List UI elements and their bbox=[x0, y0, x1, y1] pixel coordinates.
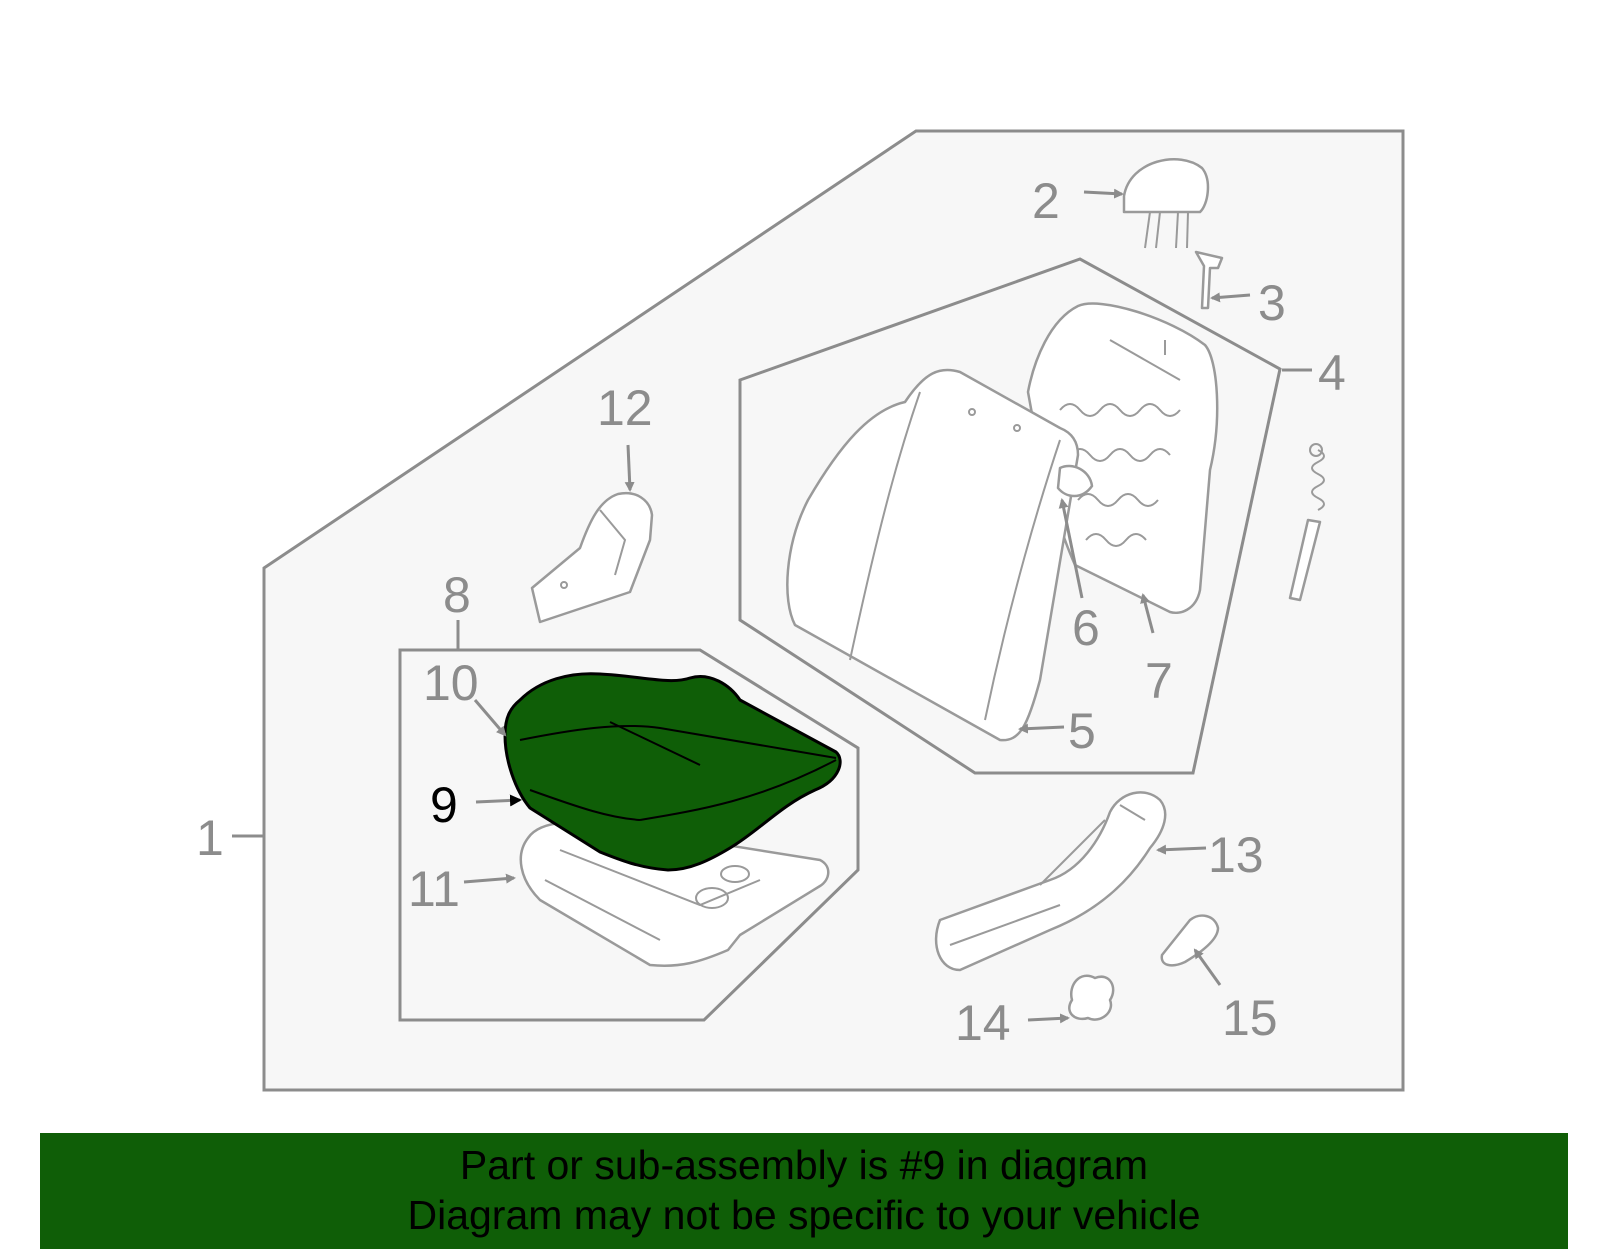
callout-12: 12 bbox=[597, 380, 653, 436]
seat-cushion-part-highlighted bbox=[503, 672, 842, 872]
side-shield-part bbox=[934, 791, 1167, 972]
seat-back-clip-part bbox=[1056, 464, 1094, 498]
callout-14: 14 bbox=[955, 995, 1011, 1051]
callout-1: 1 bbox=[196, 810, 224, 866]
callout-15: 15 bbox=[1222, 990, 1278, 1046]
seat-parts-diagram: 1 2 3 4 5 6 7 8 9 10 11 12 13 14 15 bbox=[196, 129, 1405, 1092]
knob-part bbox=[1068, 974, 1115, 1021]
info-banner: Part or sub-assembly is #9 in diagram Di… bbox=[40, 1133, 1568, 1249]
side-trim-part bbox=[530, 491, 654, 624]
headrest-guide-part bbox=[1194, 250, 1224, 310]
banner-part-notice: Part or sub-assembly is #9 in diagram bbox=[459, 1142, 1149, 1188]
callout-6: 6 bbox=[1072, 600, 1100, 656]
callout-2: 2 bbox=[1032, 173, 1060, 229]
seat-back-cover-part bbox=[786, 368, 1080, 742]
seat-back-frame-part bbox=[1026, 302, 1219, 614]
callout-5: 5 bbox=[1068, 703, 1096, 759]
recliner-cable-part bbox=[1288, 443, 1325, 602]
leader-lines bbox=[232, 188, 1312, 1024]
callout-4: 4 bbox=[1318, 345, 1346, 401]
callout-10: 10 bbox=[423, 655, 479, 711]
callout-9: 9 bbox=[430, 777, 458, 833]
callout-3: 3 bbox=[1258, 275, 1286, 331]
callout-8: 8 bbox=[443, 567, 471, 623]
banner-vehicle-disclaimer: Diagram may not be specific to your vehi… bbox=[407, 1192, 1201, 1238]
callout-13: 13 bbox=[1208, 827, 1264, 883]
lever-part bbox=[1160, 914, 1220, 967]
callout-11: 11 bbox=[408, 861, 460, 917]
headrest-part bbox=[1122, 158, 1210, 249]
callout-7: 7 bbox=[1145, 653, 1173, 709]
